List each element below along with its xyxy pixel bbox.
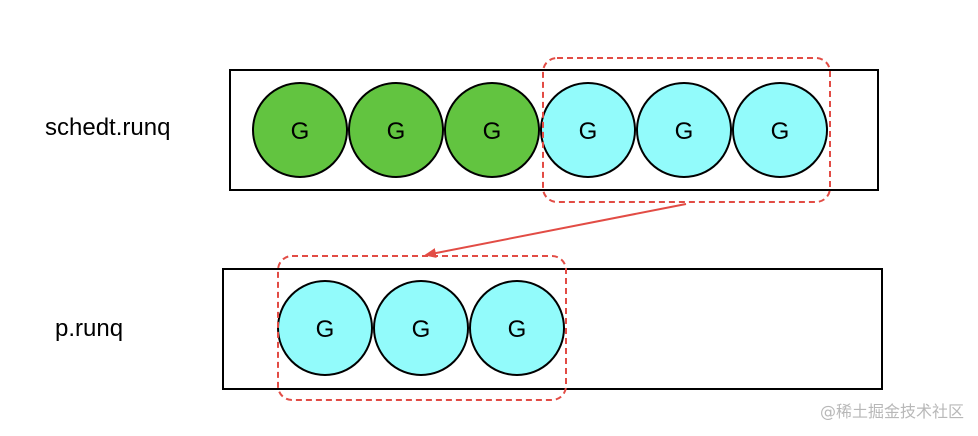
schedt-runq-goroutine-label-6: G [771, 118, 790, 145]
watermark: @稀土掘金技术社区 [819, 402, 964, 421]
schedt-runq-label: schedt.runq [45, 114, 171, 141]
schedt-runq-goroutine-label-1: G [291, 118, 310, 145]
schedt-runq-goroutine-label-3: G [483, 118, 502, 145]
transfer-arrow [424, 203, 687, 258]
p-runq-box [222, 268, 883, 390]
schedt-runq-goroutine-2 [348, 82, 444, 178]
p-runq-goroutine-label-2: G [412, 316, 431, 343]
p-runq-goroutine-2 [373, 280, 469, 376]
p-runq-goroutine-3 [469, 280, 565, 376]
p-runq-goroutine-label-3: G [508, 316, 527, 343]
schedt-runq-goroutine-1 [252, 82, 348, 178]
stolen-batch-highlight-target [277, 255, 567, 401]
schedt-runq-goroutine-label-5: G [675, 118, 694, 145]
schedt-runq-goroutine-label-4: G [579, 118, 598, 145]
schedt-runq-goroutine-6 [732, 82, 828, 178]
schedt-runq-box [229, 69, 879, 191]
schedt-runq-goroutine-4 [540, 82, 636, 178]
p-runq-goroutine-label-1: G [316, 316, 335, 343]
schedt-runq-goroutine-label-2: G [387, 118, 406, 145]
p-runq-label: p.runq [55, 315, 124, 342]
schedt-runq-goroutine-5 [636, 82, 732, 178]
schedt-runq-goroutine-3 [444, 82, 540, 178]
p-runq-goroutine-1 [277, 280, 373, 376]
